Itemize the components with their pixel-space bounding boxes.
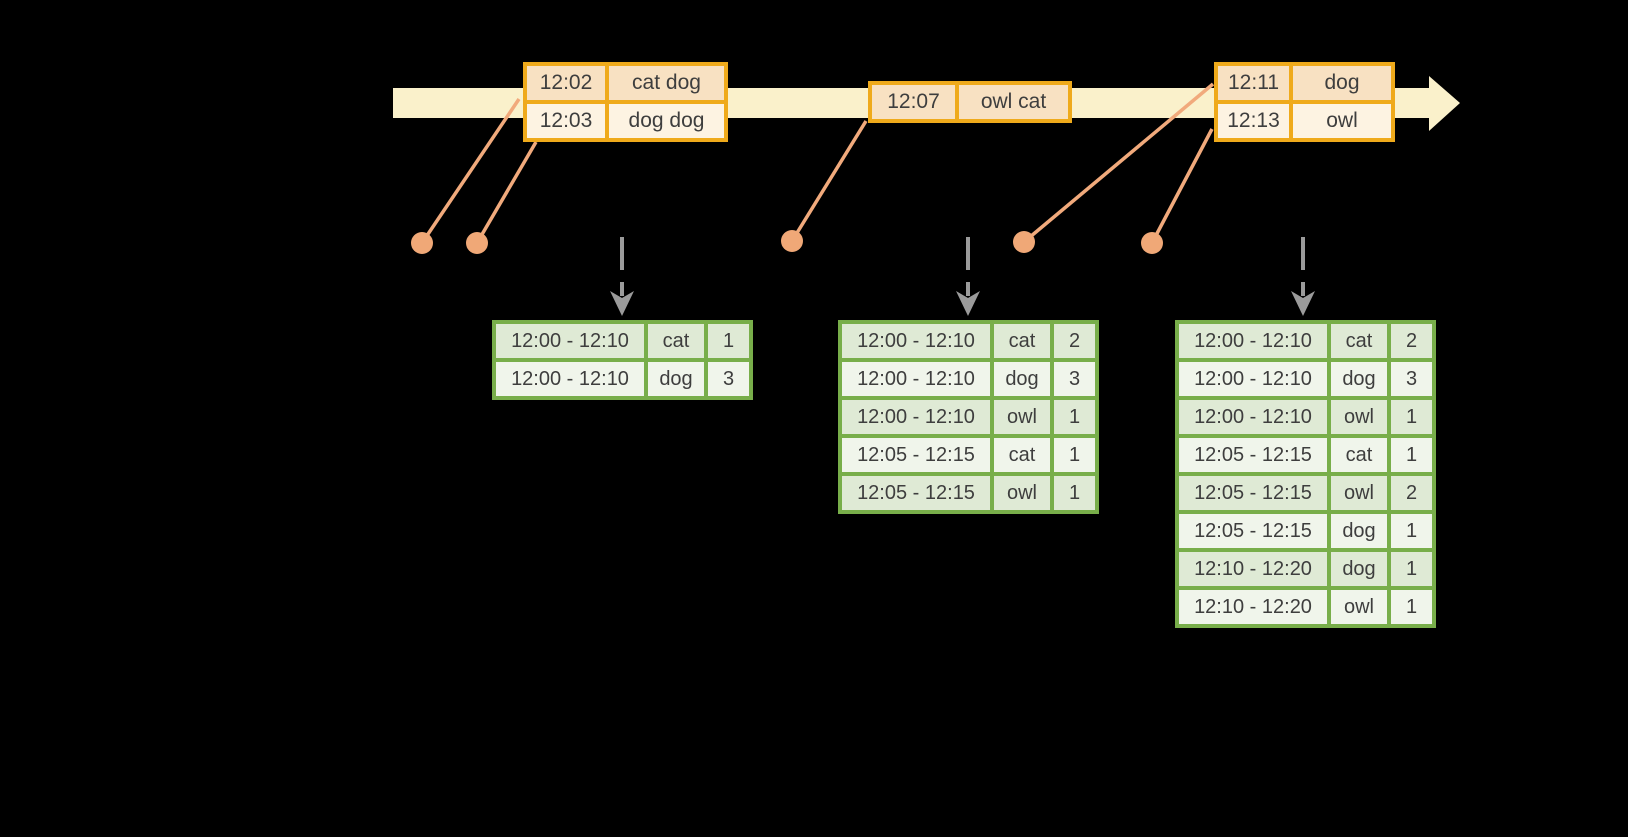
result-count-cell: 1	[1389, 398, 1434, 436]
result-window-cell: 12:00 - 12:10	[1177, 322, 1329, 360]
event-words-cell: dog dog	[607, 102, 726, 140]
result-window-cell: 12:05 - 12:15	[840, 436, 992, 474]
result-word-cell: cat	[992, 436, 1052, 474]
result-word-cell: owl	[992, 474, 1052, 512]
result-window-cell: 12:00 - 12:10	[840, 398, 992, 436]
event-words-cell: owl	[1291, 102, 1393, 140]
result-count-cell: 3	[1052, 360, 1097, 398]
result-window-cell: 12:05 - 12:15	[1177, 436, 1329, 474]
result-window-cell: 12:10 - 12:20	[1177, 588, 1329, 626]
result-window-cell: 12:00 - 12:10	[1177, 398, 1329, 436]
result-count-cell: 2	[1052, 322, 1097, 360]
connector-line	[475, 141, 538, 244]
connector-line	[1150, 128, 1214, 244]
result-count-cell: 1	[1052, 398, 1097, 436]
result-count-cell: 1	[1389, 550, 1434, 588]
result-word-cell: dog	[646, 360, 706, 398]
connector-line	[420, 98, 521, 244]
result-word-cell: dog	[992, 360, 1052, 398]
result-word-cell: dog	[1329, 512, 1389, 550]
result-word-cell: owl	[1329, 474, 1389, 512]
event-dot-icon	[466, 232, 488, 254]
result-window-cell: 12:00 - 12:10	[494, 322, 646, 360]
event-dot-icon	[411, 232, 433, 254]
result-count-cell: 3	[706, 360, 751, 398]
event-time-cell: 12:13	[1216, 102, 1291, 140]
result-window-cell: 12:00 - 12:10	[840, 360, 992, 398]
down-arrowhead-icon	[956, 291, 980, 316]
result-count-cell: 1	[1052, 436, 1097, 474]
trigger-arrows	[610, 237, 1315, 316]
result-word-cell: cat	[992, 322, 1052, 360]
event-dot-icon	[1141, 232, 1163, 254]
result-word-cell: cat	[646, 322, 706, 360]
event-connectors	[420, 82, 1215, 244]
connector-line	[790, 120, 868, 242]
result-window-cell: 12:10 - 12:20	[1177, 550, 1329, 588]
result-word-cell: owl	[1329, 398, 1389, 436]
event-words-cell: dog	[1291, 64, 1393, 102]
result-count-cell: 2	[1389, 322, 1434, 360]
event-words-cell: owl cat	[957, 83, 1070, 121]
result-count-cell: 1	[706, 322, 751, 360]
result-word-cell: cat	[1329, 322, 1389, 360]
event-dots	[411, 230, 1163, 254]
event-time-cell: 12:02	[525, 64, 607, 102]
result-count-cell: 1	[1052, 474, 1097, 512]
event-dot-icon	[781, 230, 803, 252]
result-window-cell: 12:00 - 12:10	[1177, 360, 1329, 398]
result-count-cell: 1	[1389, 436, 1434, 474]
timeline-arrowhead-icon	[1429, 76, 1460, 131]
event-words-cell: cat dog	[607, 64, 726, 102]
event-time-cell: 12:03	[525, 102, 607, 140]
result-window-cell: 12:05 - 12:15	[1177, 474, 1329, 512]
result-window-cell: 12:05 - 12:15	[1177, 512, 1329, 550]
down-arrowhead-icon	[1291, 291, 1315, 316]
event-time-cell: 12:11	[1216, 64, 1291, 102]
result-count-cell: 2	[1389, 474, 1434, 512]
result-window-cell: 12:00 - 12:10	[494, 360, 646, 398]
result-word-cell: dog	[1329, 550, 1389, 588]
result-count-cell: 3	[1389, 360, 1434, 398]
connector-line	[1022, 82, 1215, 244]
result-word-cell: cat	[1329, 436, 1389, 474]
result-window-cell: 12:05 - 12:15	[840, 474, 992, 512]
event-dot-icon	[1013, 231, 1035, 253]
result-count-cell: 1	[1389, 588, 1434, 626]
result-word-cell: owl	[1329, 588, 1389, 626]
down-arrowhead-icon	[610, 291, 634, 316]
event-time-cell: 12:07	[870, 83, 957, 121]
result-word-cell: owl	[992, 398, 1052, 436]
result-word-cell: dog	[1329, 360, 1389, 398]
result-count-cell: 1	[1389, 512, 1434, 550]
result-window-cell: 12:00 - 12:10	[840, 322, 992, 360]
